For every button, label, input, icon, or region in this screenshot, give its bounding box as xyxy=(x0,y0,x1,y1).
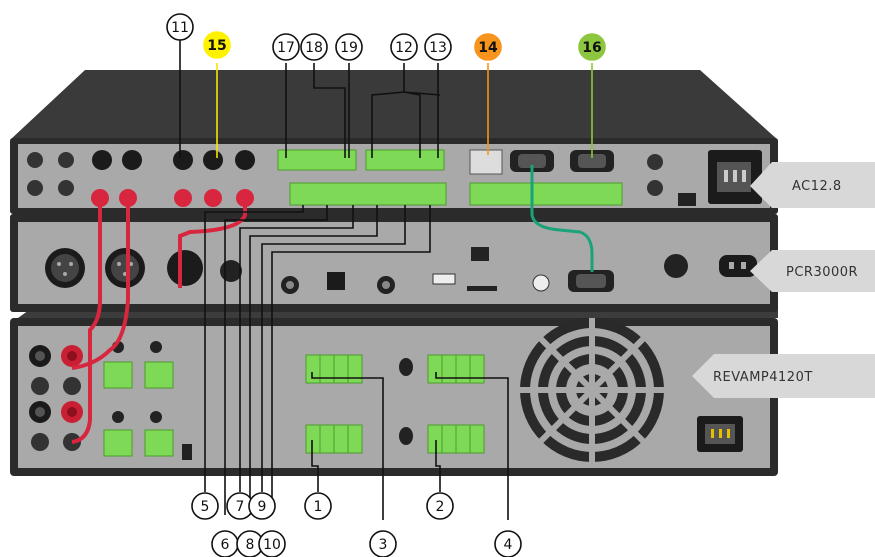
ac-rca-jacks xyxy=(27,152,663,196)
ac-power-inlet-icon xyxy=(708,150,762,204)
label-revamp-text: REVAMP4120T xyxy=(713,370,813,385)
callout-14: 14 xyxy=(474,33,502,61)
xlr-input-icon xyxy=(105,248,145,288)
callout-number: 7 xyxy=(236,499,245,515)
serial-link-cable xyxy=(530,165,594,272)
callout-circle xyxy=(494,530,522,557)
optical-port-icon xyxy=(327,272,345,290)
xlr-input-icon xyxy=(167,250,203,286)
callout-11: 11 xyxy=(166,13,194,41)
callout-circle xyxy=(304,492,332,520)
callout-10: 10 xyxy=(258,530,286,557)
callout-number: 3 xyxy=(379,537,388,553)
label-pcr-text: PCR3000R xyxy=(786,265,858,280)
callout-circle xyxy=(474,33,502,61)
callout-number: 9 xyxy=(258,499,267,515)
callout-number: 11 xyxy=(171,20,189,36)
pcr-unit xyxy=(10,214,778,312)
callout-number: 18 xyxy=(305,40,323,56)
callout-16: 16 xyxy=(578,33,606,61)
pcr-knob xyxy=(220,260,242,282)
label-tag-revamp: REVAMP4120T xyxy=(692,354,875,398)
fan-grille-icon xyxy=(520,318,664,462)
pcr-power-inlet-icon xyxy=(719,255,757,277)
callout-19: 19 xyxy=(335,33,363,61)
callout-17: 17 xyxy=(272,33,300,61)
callout-3: 3 xyxy=(369,530,397,557)
callout-number: 5 xyxy=(201,499,210,515)
callout-number: 17 xyxy=(277,40,295,56)
revamp-control-terminals xyxy=(305,354,485,454)
callout-circle xyxy=(166,13,194,41)
label-tag-pcr: PCR3000R xyxy=(750,250,875,292)
xlr-input-icon xyxy=(45,248,85,288)
revamp-input-terminals xyxy=(103,361,174,457)
callout-number: 16 xyxy=(582,40,601,56)
callout-13: 13 xyxy=(424,33,452,61)
ac-unit xyxy=(10,70,778,214)
callout-circle xyxy=(390,33,418,61)
callout-18: 18 xyxy=(300,33,328,61)
ac-serial-port-icon xyxy=(570,150,614,172)
callout-15: 15 xyxy=(203,31,231,59)
callout-number: 1 xyxy=(314,499,323,515)
callout-2: 2 xyxy=(426,492,454,520)
revamp-power-inlet-icon xyxy=(697,416,743,452)
colored-leads xyxy=(216,63,593,158)
callout-number: 14 xyxy=(478,40,498,56)
callout-number: 2 xyxy=(436,499,445,515)
callout-number: 19 xyxy=(340,40,358,56)
callout-number: 13 xyxy=(429,40,447,56)
usb-port-icon xyxy=(432,273,456,285)
callout-number: 4 xyxy=(504,537,513,553)
ac-top-cover xyxy=(10,70,778,140)
callout-number: 12 xyxy=(395,40,413,56)
callout-circle xyxy=(258,530,286,557)
label-tag-ac: AC12.8 xyxy=(750,162,875,208)
callout-circle xyxy=(335,33,363,61)
revamp-speaker-posts xyxy=(29,345,83,451)
callout-circle xyxy=(369,530,397,557)
callout-5: 5 xyxy=(191,492,219,520)
ethernet-port-icon xyxy=(469,149,503,175)
callout-circle xyxy=(426,492,454,520)
callout-9: 9 xyxy=(248,492,276,520)
callout-4: 4 xyxy=(494,530,522,557)
callout-circle xyxy=(578,33,606,61)
callout-circle xyxy=(191,492,219,520)
pcr-serial-port-icon xyxy=(568,270,614,292)
callout-1: 1 xyxy=(304,492,332,520)
revamp-switch xyxy=(182,444,192,460)
callout-number: 6 xyxy=(221,537,230,553)
callout-number: 15 xyxy=(207,38,226,54)
callout-circle xyxy=(272,33,300,61)
callout-6: 6 xyxy=(211,530,239,557)
callout-circle xyxy=(203,31,231,59)
ac-terminal-strips xyxy=(277,149,623,206)
callout-circle xyxy=(300,33,328,61)
callout-number: 8 xyxy=(246,537,255,553)
label-ac-text: AC12.8 xyxy=(792,179,842,194)
ac-serial-port-icon xyxy=(510,150,554,172)
revamp-amplifier-unit xyxy=(10,305,778,476)
callout-circle xyxy=(248,492,276,520)
callout-circle xyxy=(424,33,452,61)
ac-speaker-posts xyxy=(91,150,255,207)
control-wires-black xyxy=(179,40,509,520)
callout-12: 12 xyxy=(390,33,418,61)
callout-number: 10 xyxy=(263,537,281,553)
